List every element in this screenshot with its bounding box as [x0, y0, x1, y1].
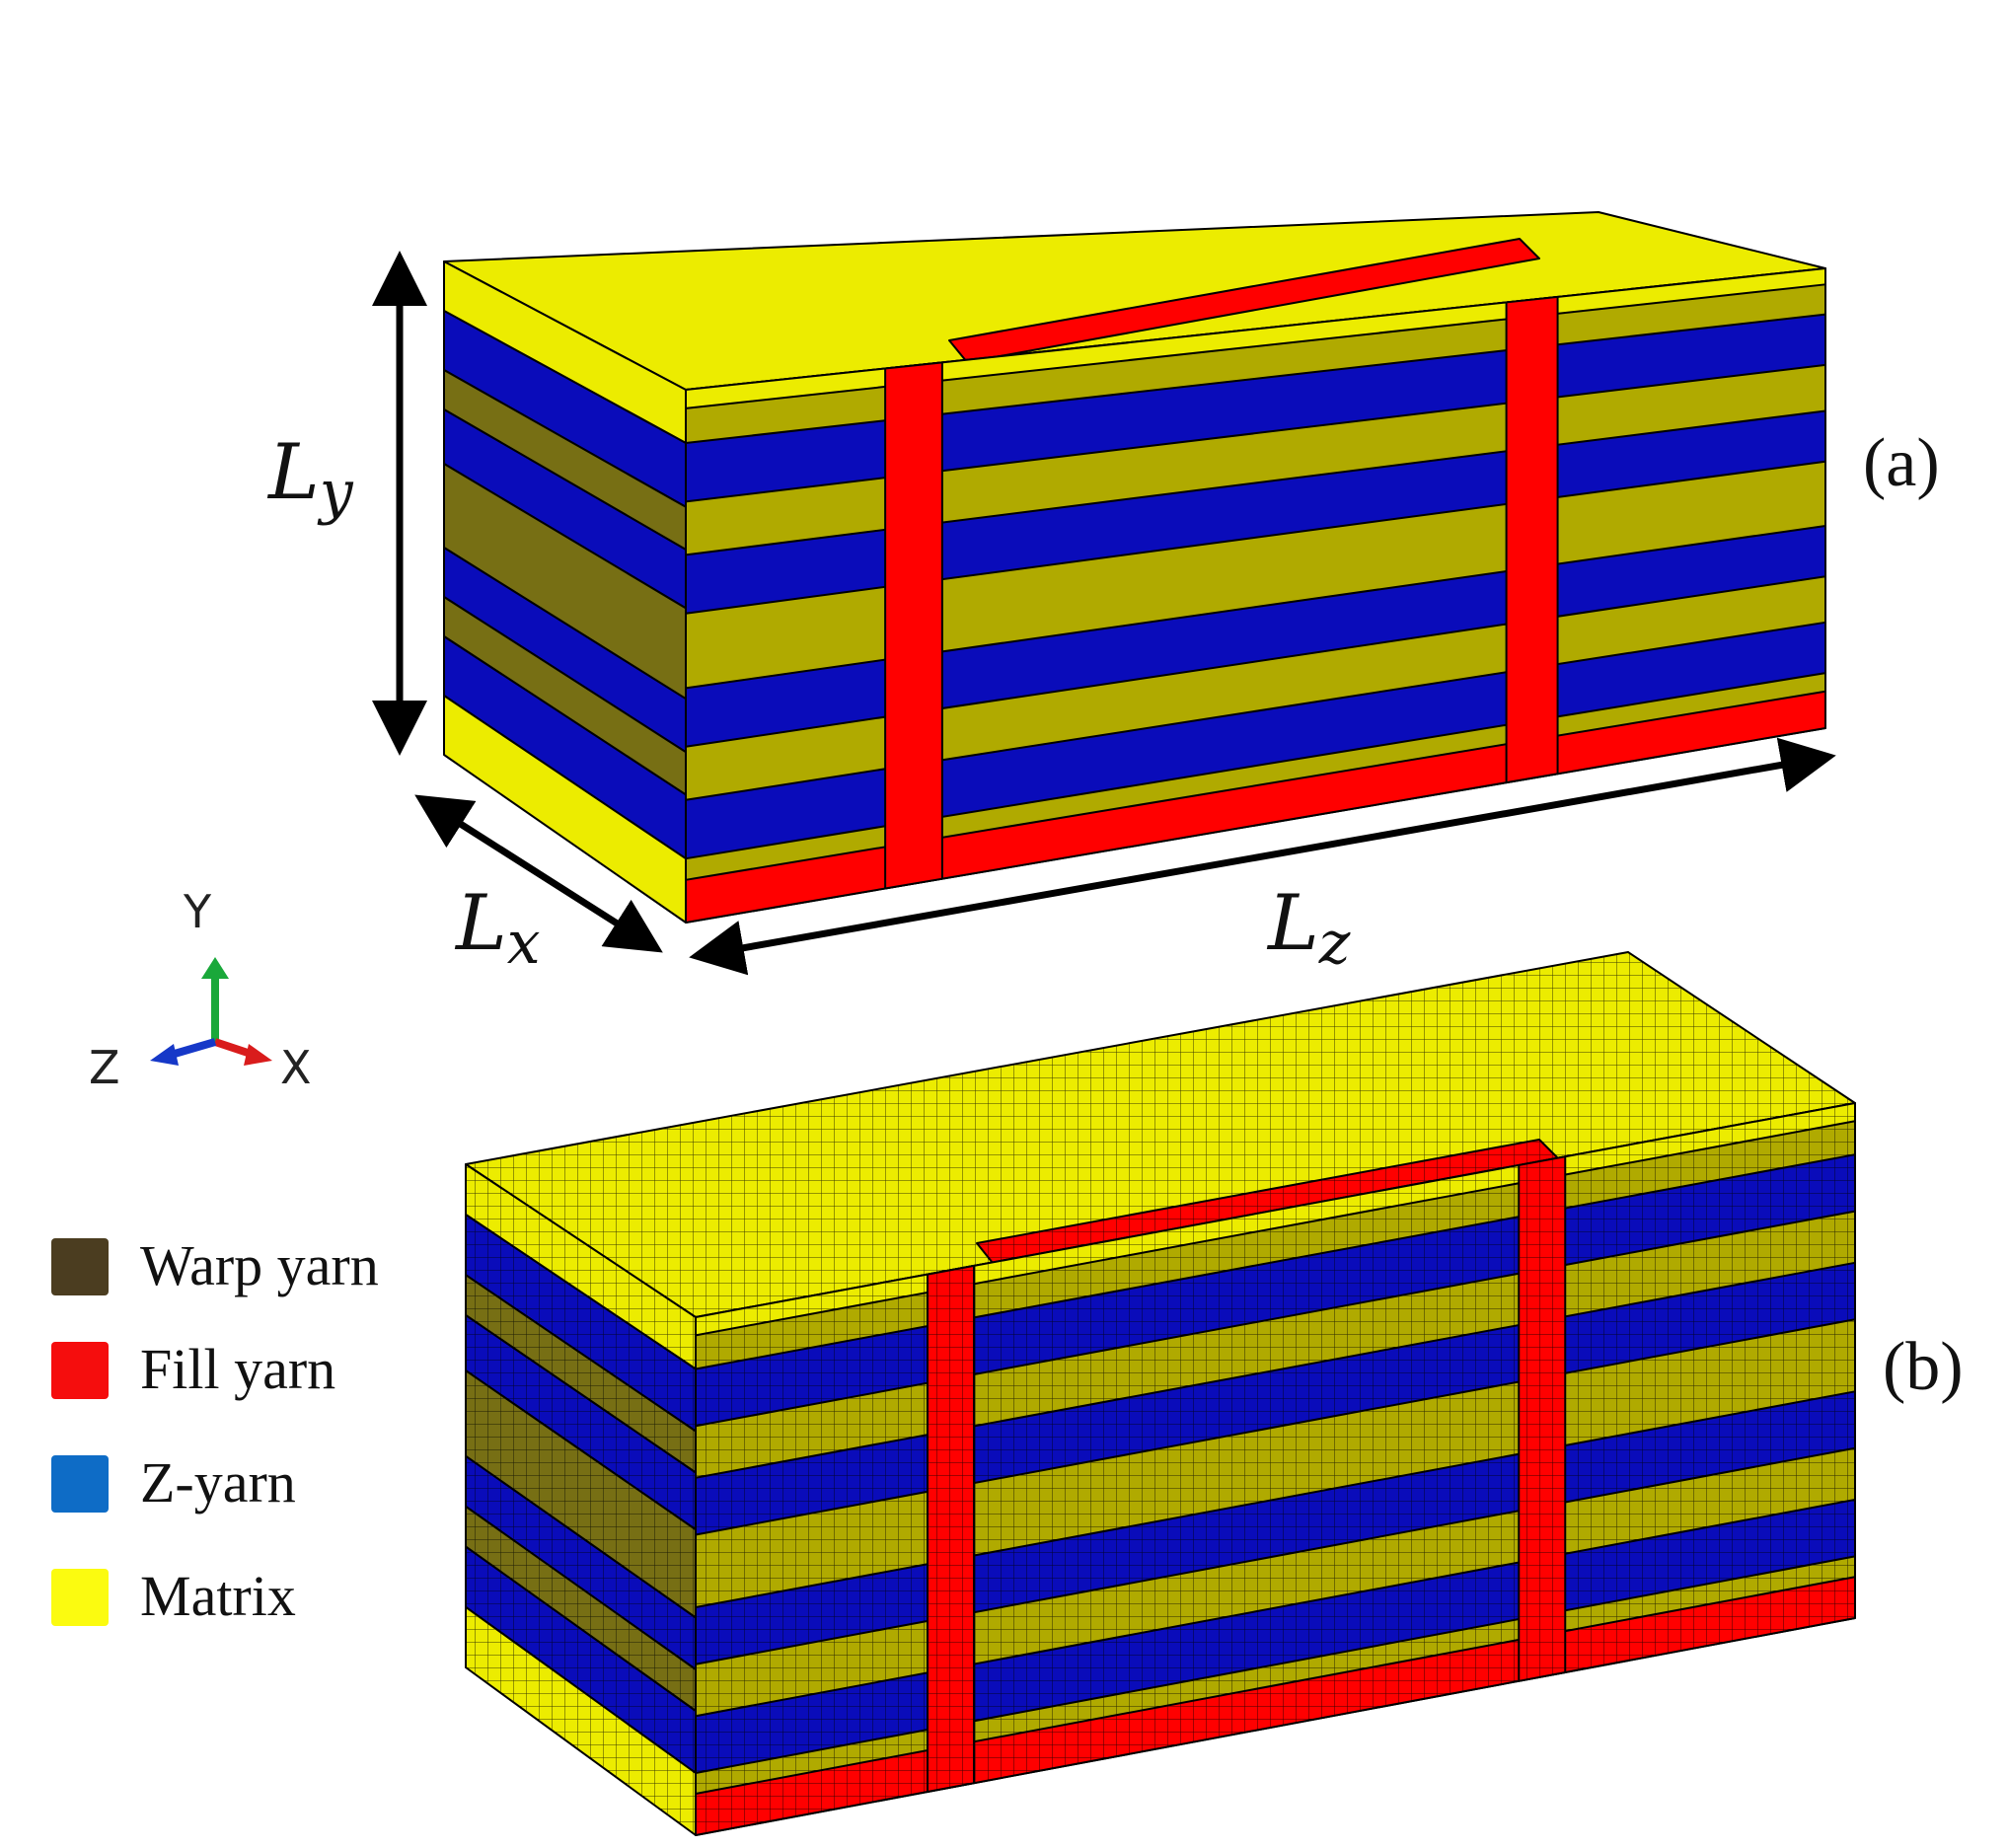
mesh-overlay-0 [466, 952, 1855, 1317]
lz-arrow [689, 737, 1836, 976]
model-a-geometry [443, 211, 1826, 924]
axis-y-label: Y [183, 885, 212, 938]
axis-x-arrowhead [244, 1044, 272, 1066]
legend-label-matrix: Matrix [140, 1564, 296, 1628]
legend-swatch-warp [51, 1238, 109, 1295]
model-b-mesh [465, 951, 1856, 1836]
legend-label-fill: Fill yarn [140, 1337, 335, 1401]
axis-z-arrowhead [150, 1044, 179, 1066]
legend-label-z: Z-yarn [140, 1450, 296, 1515]
mesh-overlay-1 [466, 1164, 696, 1835]
mesh-overlay-2 [696, 1103, 1855, 1835]
axis-triad: Y Z X [89, 885, 312, 1094]
axis-z-label: Z [89, 1041, 120, 1094]
front-fill-yarn-1 [1505, 295, 1559, 784]
panel-b-label: (b) [1883, 1329, 1964, 1405]
legend-swatch-z [51, 1455, 109, 1513]
top-fill-yarn [948, 238, 1540, 363]
legend-swatch-fill [51, 1342, 109, 1399]
lx-label: Lx [454, 879, 541, 978]
lz-label: Lz [1266, 879, 1351, 978]
legend: Warp yarn Fill yarn Z-yarn Matrix [51, 1233, 379, 1628]
axis-y-arrowhead [201, 957, 229, 979]
legend-label-warp: Warp yarn [140, 1233, 379, 1297]
legend-swatch-matrix [51, 1569, 109, 1626]
panel-a-label: (a) [1863, 425, 1940, 501]
ly-label: Ly [266, 428, 354, 527]
axis-x-label: X [280, 1041, 312, 1094]
front-fill-yarn-0 [884, 361, 943, 890]
lx-arrow [414, 794, 663, 953]
